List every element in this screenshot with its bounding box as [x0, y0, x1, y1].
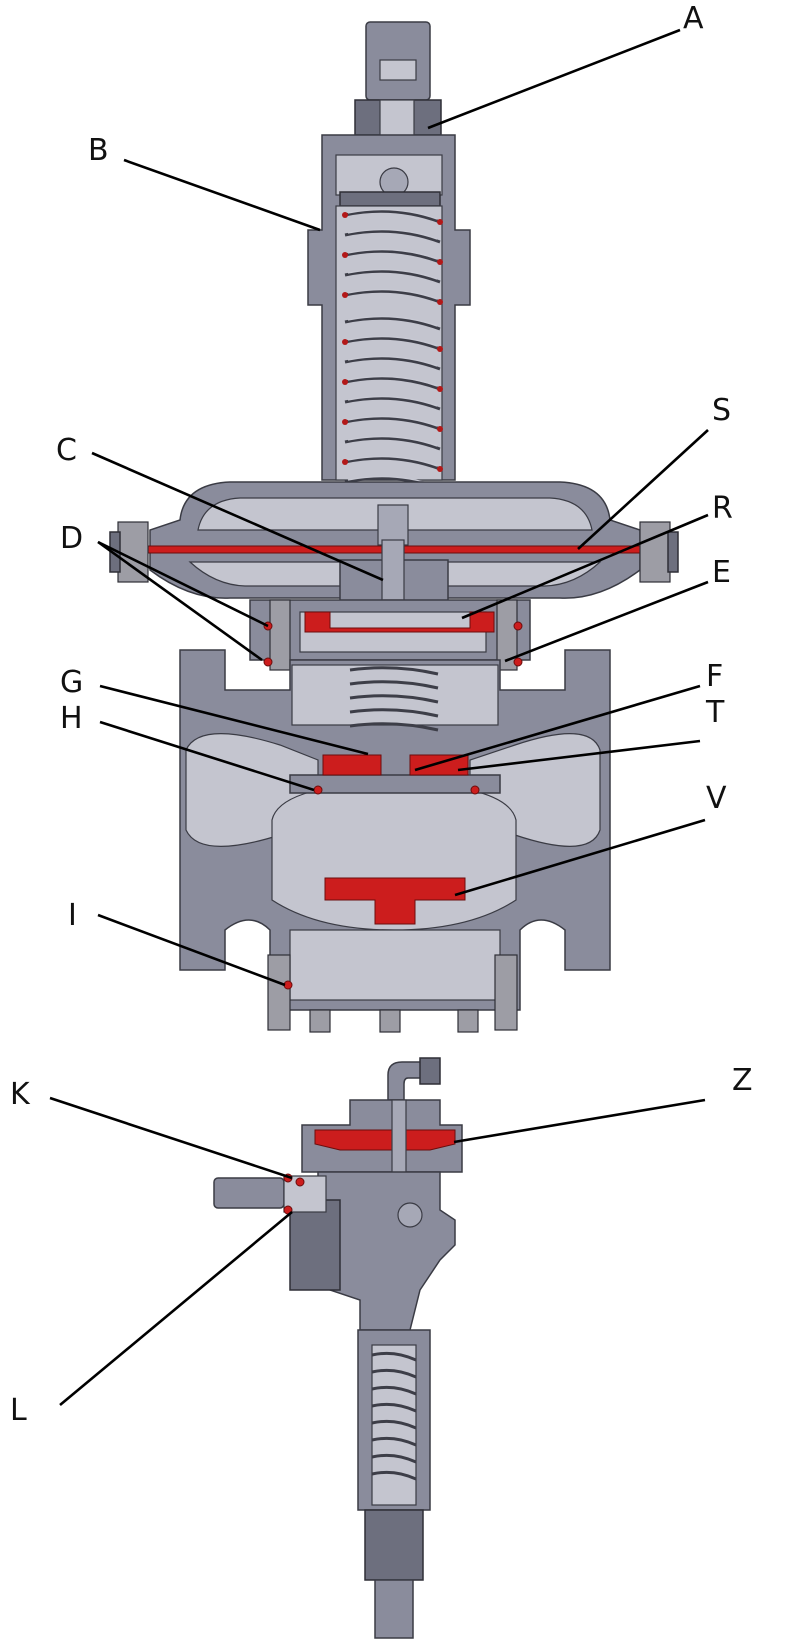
leader-b: [123, 158, 321, 232]
leader-d2: [97, 540, 263, 662]
callout-label-r: R: [712, 491, 733, 526]
valve-plug-v: [324, 877, 466, 925]
leader-r: [461, 513, 709, 620]
pilot-diaphragm-z: [314, 1129, 456, 1151]
callout-label-g: G: [60, 665, 83, 700]
intermediate-body: [249, 599, 531, 671]
callout-label-z: Z: [732, 1063, 753, 1098]
callout-label-e: E: [712, 555, 731, 590]
valve-body: [179, 649, 611, 1033]
leader-g: [99, 684, 369, 756]
callout-label-t: T: [705, 695, 725, 730]
callout-labels: A B C D E F G H I K L R S T V Z: [10, 1, 753, 1428]
leader-z: [453, 1098, 706, 1144]
leader-a: [427, 28, 681, 130]
leader-i: [97, 913, 286, 987]
leader-f: [414, 684, 701, 772]
leader-lines: [49, 28, 709, 1406]
leader-h: [99, 720, 315, 792]
callout-label-b: B: [88, 133, 109, 168]
callout-label-i: I: [68, 898, 77, 933]
callout-label-h: H: [60, 701, 83, 736]
leader-t: [457, 739, 701, 772]
callout-label-s: S: [712, 393, 731, 428]
spring-bonnet: [307, 134, 471, 481]
leader-c: [91, 451, 384, 582]
callout-label-v: V: [706, 781, 727, 816]
callout-label-l: L: [10, 1393, 27, 1428]
main-spring: [342, 209, 443, 511]
callout-label-d: D: [60, 521, 83, 556]
callout-label-c: C: [56, 433, 77, 468]
leader-k: [49, 1096, 293, 1180]
main-regulator-assembly: [109, 21, 679, 1033]
leader-d1: [97, 540, 269, 628]
leader-v: [454, 818, 706, 897]
callout-label-f: F: [706, 659, 723, 694]
leader-e: [504, 580, 709, 663]
leader-l: [59, 1211, 293, 1406]
callout-label-k: K: [10, 1077, 31, 1112]
callout-label-a: A: [683, 1, 704, 36]
seal-t-left: [322, 754, 382, 776]
pilot-assembly: [213, 1057, 463, 1639]
leader-s: [577, 429, 709, 550]
